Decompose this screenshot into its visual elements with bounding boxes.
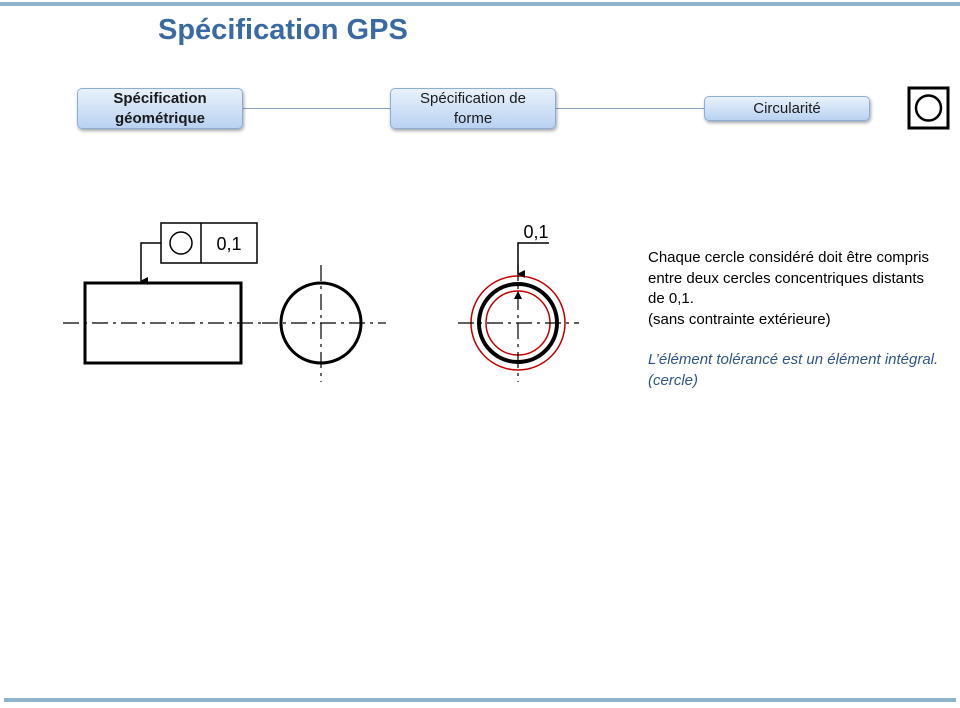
top-border — [0, 2, 960, 6]
bottom-border — [4, 698, 956, 702]
cylinder-side-view — [63, 281, 265, 365]
node-label-line-2: géométrique — [114, 109, 205, 127]
node-label-line-2: forme — [453, 109, 493, 127]
description-line: de 0,1. — [648, 290, 694, 307]
node-label-line-1: Spécification — [113, 89, 207, 107]
tolerance-frame: 0,1 — [160, 222, 258, 264]
description-line: Chaque cercle considéré doit être compri… — [648, 249, 929, 266]
note-line: (cercle) — [648, 371, 699, 389]
page-title: Spécification GPS — [158, 14, 408, 46]
node-circularite[interactable]: Circularité — [704, 96, 870, 121]
circularity-symbol-icon — [907, 86, 950, 130]
node-label: Circularité — [753, 99, 821, 117]
node-label-line-1: Spécification de — [420, 89, 526, 107]
note-line: L’élément tolérancé est un élément intég… — [648, 351, 939, 368]
tolerance-value: 0,1 — [216, 234, 241, 254]
connector-1-2 — [243, 108, 390, 109]
dimension-value: 0,1 — [523, 222, 548, 242]
cylinder-end-view — [262, 265, 386, 382]
leader-line — [140, 242, 161, 285]
node-specification-de-forme[interactable]: Spécification de forme — [390, 88, 556, 129]
description-block: Chaque cercle considéré doit être compri… — [648, 248, 953, 391]
node-specification-geometrique[interactable]: Spécification géométrique — [77, 88, 243, 129]
integral-element-note: L’élément tolérancé est un élément intég… — [648, 350, 953, 391]
frame-circularity-icon — [169, 231, 193, 255]
connector-2-3 — [556, 108, 704, 109]
tolerance-zone-drawing: 0,1 — [458, 222, 579, 382]
description-line: (sans contrainte extérieure) — [648, 310, 831, 328]
description-line: entre deux cercles concentriques distant… — [648, 269, 924, 287]
